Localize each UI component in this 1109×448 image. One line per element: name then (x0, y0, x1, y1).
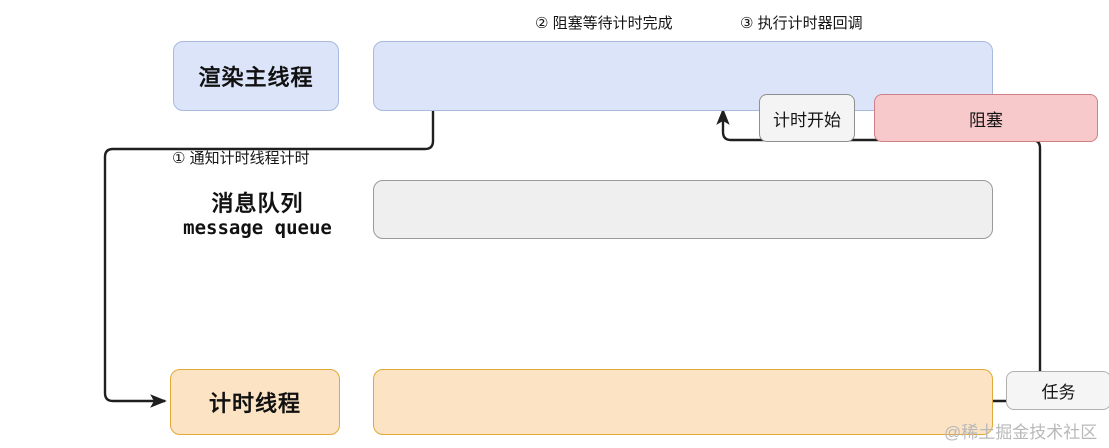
lane-label-main-thread[interactable]: 渲染主线程 (173, 41, 339, 111)
wire-timer-done-callback (716, 108, 1042, 403)
lane-message-queue: 任务 任务 任务 任务 (373, 180, 1109, 410)
lane-label-timer-thread[interactable]: 计时线程 (170, 369, 340, 435)
block-main-blocked[interactable]: 阻塞 (874, 94, 1098, 142)
message-queue-title: 消息队列 message queue (150, 191, 365, 239)
message-queue-title-cn: 消息队列 (211, 191, 304, 216)
watermark: @稀土掘金技术社区 (944, 423, 1098, 442)
caption-step-1: ① 通知计时线程计时 (172, 150, 310, 167)
wire-notify-timer-thread (103, 95, 435, 408)
caption-step-3: ③ 执行计时器回调 (740, 15, 863, 32)
queue-task-3[interactable]: 任务 (1006, 371, 1109, 410)
lane-main-thread: 计时开始 阻塞 运行到期任务 (373, 41, 1098, 142)
message-queue-title-en: message queue (183, 216, 332, 239)
block-main-timer-start[interactable]: 计时开始 (759, 94, 855, 142)
lane-timer-thread: 计时开始 计时中... 计时结束 (373, 369, 993, 435)
caption-step-2: ② 阻塞等待计时完成 (535, 15, 673, 32)
